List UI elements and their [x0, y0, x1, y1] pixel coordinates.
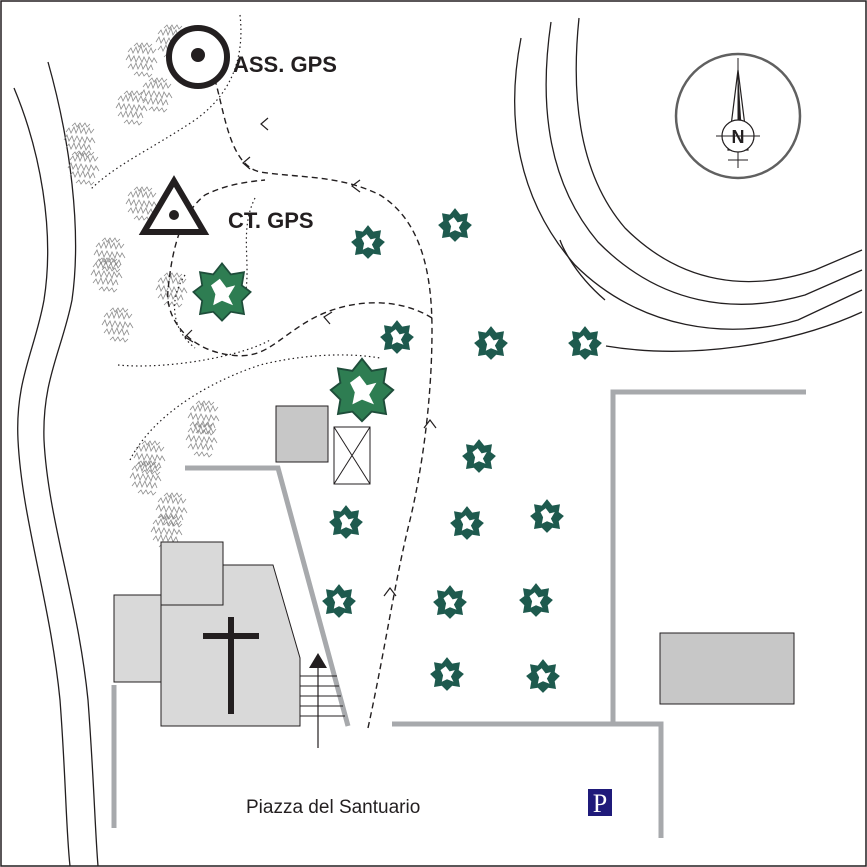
buildings: [113, 405, 795, 727]
arrow-up-icon: [309, 653, 327, 748]
ct-gps-label: CT. GPS: [228, 208, 314, 233]
building-crossed: [333, 426, 371, 485]
tree-big: [329, 357, 395, 423]
north-label: N: [732, 127, 745, 147]
compass-rose-icon: N: [674, 52, 802, 180]
footpath-dashed: [167, 79, 433, 729]
footpath-arrows: [184, 117, 437, 597]
dotted-boundaries: [89, 14, 381, 461]
parking-icon: P: [588, 789, 612, 818]
tree-big: [192, 262, 252, 322]
left-bank-lines: [13, 61, 99, 867]
contour-lines: [514, 17, 863, 352]
cross-icon: [203, 617, 259, 714]
triangle-dot-icon: [138, 175, 210, 235]
building-small: [275, 405, 329, 463]
circle-dot-icon: [166, 25, 230, 89]
square-label: Piazza del Santuario: [246, 797, 420, 818]
roads: [111, 389, 806, 838]
building-right: [659, 632, 795, 705]
ass-gps-label: ASS. GPS: [233, 52, 337, 77]
sanctuary-church: [113, 541, 301, 727]
parking-label: P: [593, 789, 607, 818]
